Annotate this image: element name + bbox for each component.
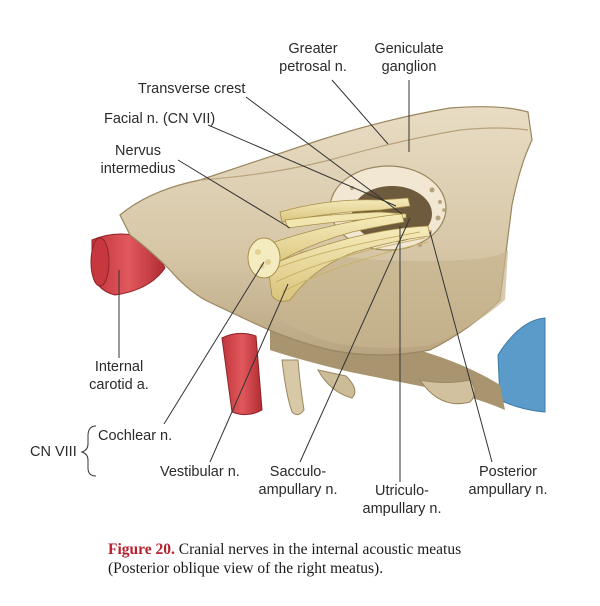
label-nervus-intermedius: Nervus intermedius: [100, 143, 176, 177]
label-utriculo-ampullary-n: Utriculo- ampullary n.: [362, 483, 442, 517]
bone-surface-shading: [280, 250, 508, 348]
label-cochlear-n: Cochlear n.: [98, 428, 173, 444]
nervus-intermedius-strand: [284, 211, 407, 229]
internal-carotid-lower: [221, 332, 263, 416]
vein-shape: [497, 317, 546, 413]
label-greater-petrosal-n: Greater petrosal n.: [279, 41, 347, 75]
figure-caption: Figure 20. Cranial nerves in the interna…: [108, 540, 588, 578]
nerve-fibres: [271, 231, 429, 293]
caption-line-2: (Posterior oblique view of the right mea…: [108, 560, 384, 577]
label-cn-viii: CN VIII: [30, 444, 77, 460]
nerve-cut-end: [247, 237, 281, 279]
bone-ridge: [199, 127, 529, 181]
label-vestibular-n: Vestibular n.: [160, 464, 240, 480]
leader-lines: [118, 79, 493, 482]
label-facial-n: Facial n. (CN VII): [104, 111, 216, 127]
label-transverse-crest: Transverse crest: [138, 81, 246, 97]
caption-figure-number: Figure 20.: [108, 541, 175, 558]
caption-line-1: Figure 20. Cranial nerves in the interna…: [108, 540, 588, 559]
temporal-bone-illustration: [80, 79, 546, 482]
caption-text-1: Cranial nerves in the internal acoustic …: [174, 541, 462, 558]
mastoid-process: [418, 379, 476, 405]
carotid-lumen: [90, 237, 110, 287]
label-sacculo-ampullary-n: Sacculo- ampullary n.: [258, 464, 338, 498]
label-internal-carotid-a: Internal carotid a.: [89, 359, 149, 393]
cochlear-nerve: [257, 213, 405, 269]
label-geniculate-ganglion: Geniculate ganglion: [374, 41, 444, 75]
bone-process: [317, 369, 356, 399]
cn-viii-brace: [80, 425, 97, 477]
styloid-process: [281, 359, 305, 416]
label-posterior-ampullary-n: Posterior ampullary n.: [468, 464, 548, 498]
